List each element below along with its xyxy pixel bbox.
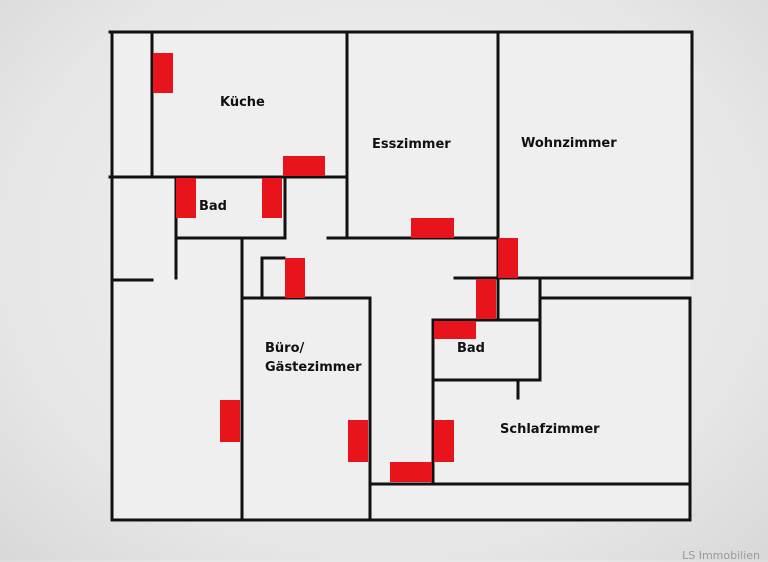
radiator (434, 420, 454, 462)
radiator (411, 218, 454, 238)
radiator (348, 420, 368, 462)
radiator (176, 178, 196, 218)
radiator (153, 53, 173, 93)
radiator (476, 279, 496, 319)
room-label-bad-mid: Bad (457, 341, 485, 356)
room-label-esszimmer: Esszimmer (372, 137, 451, 152)
room-label-buero-line1: Büro/ (265, 341, 305, 356)
outer-wall (108, 30, 694, 522)
radiator (220, 400, 240, 442)
room-label-buero-line2: Gästezimmer (265, 360, 362, 375)
radiator (283, 156, 325, 176)
radiators (153, 53, 518, 482)
radiator (285, 258, 305, 298)
room-label-kueche: Küche (220, 95, 265, 110)
room-label-wohnzimmer: Wohnzimmer (521, 136, 617, 151)
radiator (498, 238, 518, 278)
radiator (390, 462, 432, 482)
walls (108, 30, 694, 522)
room-label-schlafzimmer: Schlafzimmer (500, 422, 600, 437)
radiator (434, 321, 476, 339)
watermark: LS Immobilien (682, 549, 760, 562)
radiator (262, 178, 282, 218)
room-label-bad-top: Bad (199, 199, 227, 214)
